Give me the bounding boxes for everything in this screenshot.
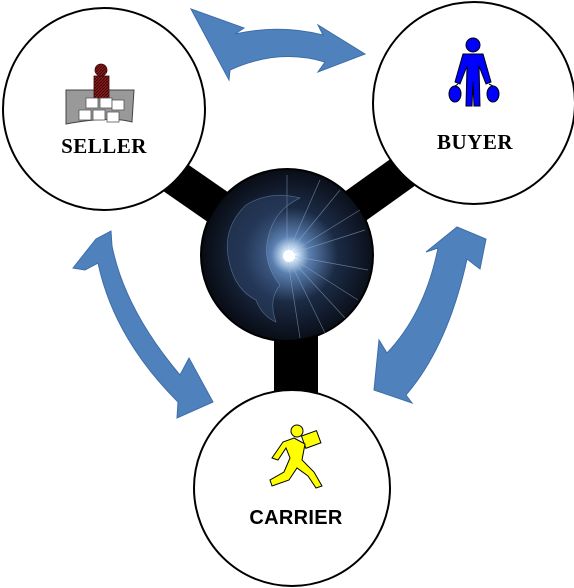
buyer-with-bags-icon [448, 37, 500, 107]
carrier-circle [193, 389, 391, 587]
flow-arrows [72, 8, 487, 419]
running-carrier-icon [269, 424, 323, 489]
carrier-node: CARRIER [193, 389, 391, 587]
buyer-label: BUYER [437, 130, 513, 154]
hub [200, 168, 374, 342]
carrier-label: CARRIER [249, 507, 342, 529]
arrow-seller-carrier [72, 230, 214, 419]
buyer-node: BUYER [372, 1, 574, 205]
arrow-seller-buyer [189, 8, 367, 82]
arrow-buyer-carrier [373, 226, 487, 404]
digital-head-icon [226, 175, 369, 339]
seller-with-boxes-icon [65, 63, 135, 125]
seller-node: SELLER [2, 7, 206, 211]
seller-label: SELLER [61, 134, 147, 158]
